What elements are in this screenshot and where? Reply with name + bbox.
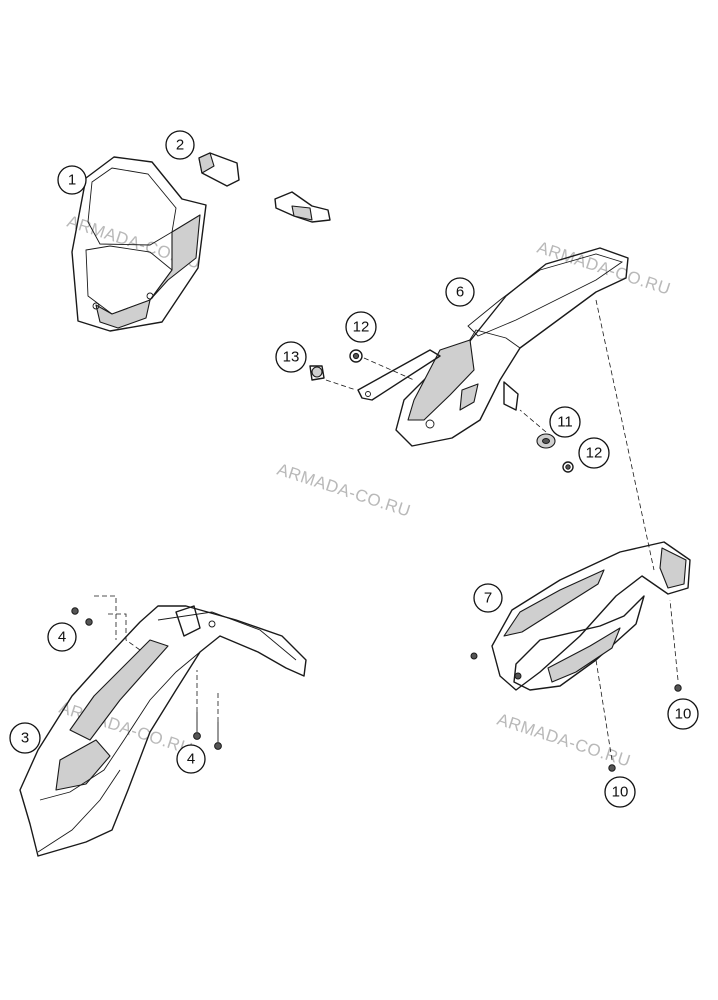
side-panel-frame	[470, 541, 691, 691]
callout-7: 7	[473, 583, 503, 613]
screws-4	[71, 607, 222, 750]
callout-6: 6	[445, 277, 475, 307]
callout-label: 7	[484, 590, 492, 607]
callout-label: 6	[456, 284, 464, 301]
watermark: ARMADA-CO.RU	[535, 238, 673, 299]
callout-4a: 4	[47, 622, 77, 652]
screws-10	[608, 684, 682, 772]
watermarks: ARMADA-CO.RU ARMADA-CO.RU ARMADA-CO.RU A…	[57, 212, 673, 771]
callout-label: 13	[283, 349, 300, 366]
callout-label: 12	[586, 445, 603, 462]
callout-10a: 10	[667, 698, 699, 730]
headlight-clip	[198, 152, 240, 187]
callout-label: 4	[187, 751, 195, 768]
callout-12a: 12	[345, 311, 377, 343]
headlight-mask	[71, 156, 207, 332]
watermark: ARMADA-CO.RU	[275, 460, 413, 521]
callout-11: 11	[549, 406, 581, 438]
fastener-nut-lower	[562, 461, 574, 473]
rear-fender	[357, 247, 629, 447]
front-fender	[19, 605, 307, 857]
callout-label: 3	[21, 730, 29, 747]
callout-12b: 12	[578, 437, 610, 469]
fastener-grommet	[536, 433, 556, 449]
callout-label: 10	[675, 706, 692, 723]
callout-label: 11	[557, 414, 573, 431]
callout-label: 10	[612, 784, 629, 801]
connector-part	[274, 191, 331, 223]
fastener-screw-left	[309, 365, 325, 381]
callout-13: 13	[275, 341, 307, 373]
callout-label: 12	[353, 319, 370, 336]
callout-10b: 10	[604, 776, 636, 808]
callout-label: 2	[176, 137, 184, 154]
fastener-nut-upper	[349, 349, 363, 363]
callout-1: 1	[57, 165, 87, 195]
callout-label: 4	[58, 629, 66, 646]
watermark: ARMADA-CO.RU	[495, 710, 633, 771]
callout-2: 2	[165, 130, 195, 160]
callout-3: 3	[9, 722, 41, 754]
leader-lines	[94, 299, 679, 761]
callout-4b: 4	[176, 744, 206, 774]
callout-label: 1	[68, 172, 76, 189]
